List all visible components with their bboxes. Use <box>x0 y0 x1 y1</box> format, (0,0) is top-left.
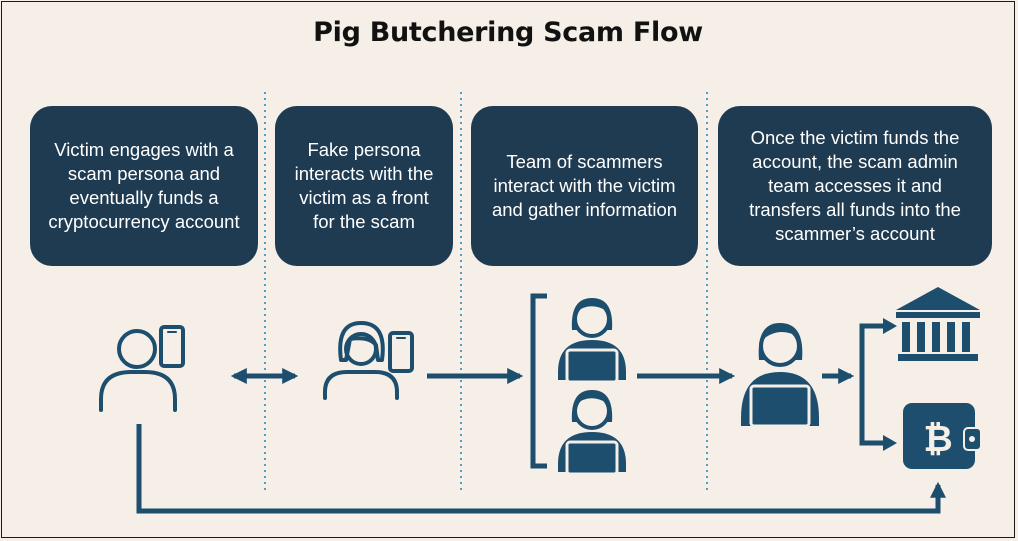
split-connector <box>859 323 889 446</box>
scammer-at-laptop-icon <box>558 390 626 476</box>
step-box-scammer-team: Team of scammers interact with the victi… <box>471 106 698 266</box>
team-bracket <box>530 293 547 469</box>
column-dividers <box>264 92 708 490</box>
admin-at-laptop-icon <box>741 323 819 428</box>
arrow-victim-wallet <box>136 424 947 514</box>
arrow-to-wallet <box>883 435 897 451</box>
bank-icon <box>896 287 980 361</box>
diagram-title: Pig Butchering Scam Flow <box>313 17 703 48</box>
scammer-at-laptop-icon <box>558 298 626 384</box>
arrow-to-bank <box>883 318 897 334</box>
victim-with-phone-icon <box>99 325 185 412</box>
fake-persona-with-phone-icon <box>323 321 414 400</box>
bitcoin-wallet-icon: ₿ <box>903 403 982 469</box>
svg-text:₿: ₿ <box>923 419 952 460</box>
step-box-fake-persona: Fake persona interacts with the victim a… <box>275 106 453 266</box>
step-box-scam-admin: Once the victim funds the account, the s… <box>718 106 992 266</box>
step-box-victim: Victim engages with a scam persona and e… <box>30 106 258 266</box>
